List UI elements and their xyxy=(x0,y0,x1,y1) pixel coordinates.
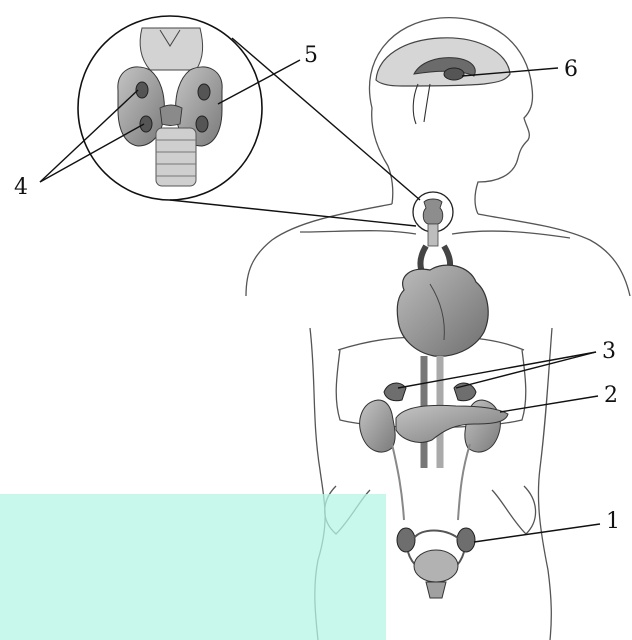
overlay-patch xyxy=(0,494,386,640)
thyroid-magnified xyxy=(78,16,262,200)
label-2: 2 xyxy=(604,383,618,408)
label-4: 4 xyxy=(14,175,28,200)
label-6: 6 xyxy=(564,57,578,82)
thyroid-small xyxy=(413,192,453,246)
ureters xyxy=(392,444,470,520)
label-5: 5 xyxy=(304,43,318,68)
ovaries-uterus xyxy=(397,528,475,598)
brain xyxy=(376,38,510,124)
label-1: 1 xyxy=(606,509,620,534)
heart xyxy=(397,246,488,356)
label-3: 3 xyxy=(602,339,616,364)
